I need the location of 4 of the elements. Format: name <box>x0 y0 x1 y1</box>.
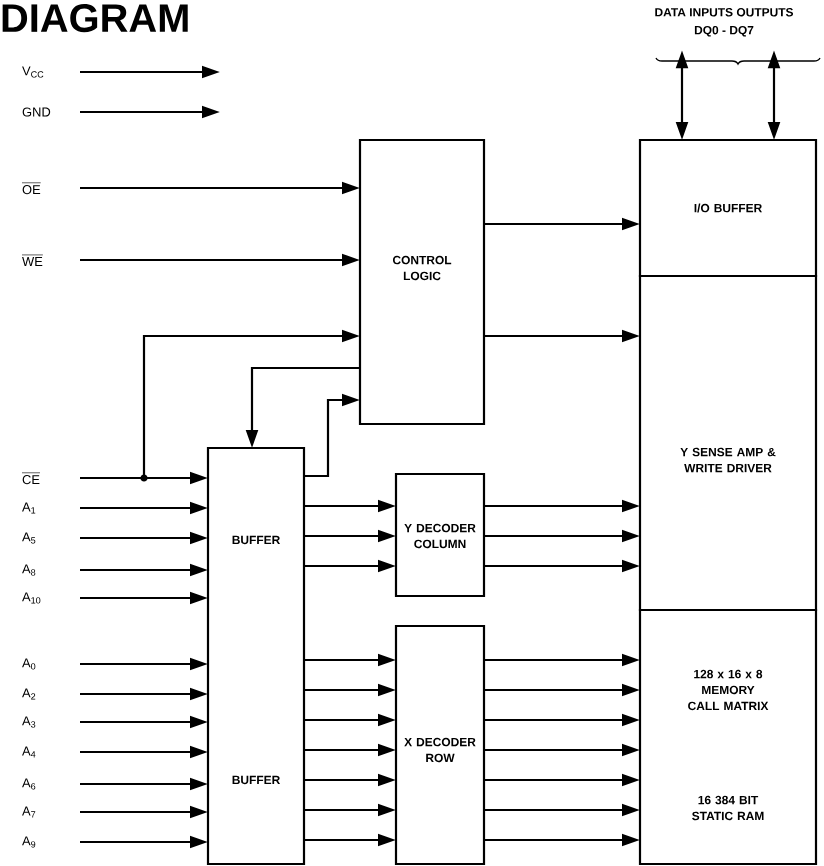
title: DIAGRAM <box>2 4 188 33</box>
pin-label: $\overline{\text{OE}}$ <box>22 182 41 195</box>
pin-label: $\overline{\text{WE}}$ <box>22 254 43 267</box>
pin-label: $\overline{\text{CE}}$ <box>22 472 40 485</box>
